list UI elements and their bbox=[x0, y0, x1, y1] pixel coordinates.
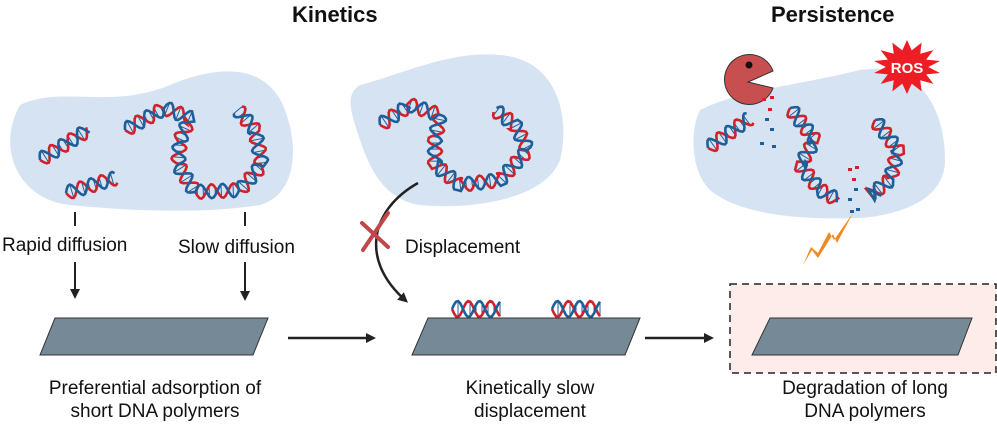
caption-line: Preferential adsorption of bbox=[48, 378, 262, 399]
pacman-eye bbox=[745, 61, 753, 69]
adsorbed-dna-2 bbox=[550, 299, 602, 319]
solution-blob-2 bbox=[350, 54, 564, 207]
ros-label: ROS bbox=[891, 60, 924, 77]
surface-3-top bbox=[751, 317, 973, 356]
dna-fragment bbox=[768, 108, 772, 111]
dna-fragment-short bbox=[706, 112, 755, 153]
surface-1 bbox=[39, 317, 269, 356]
short-dna-1 bbox=[38, 126, 91, 165]
solution-blob-1 bbox=[10, 71, 293, 211]
dna-fragment bbox=[855, 166, 859, 169]
caption-line: DNA polymers bbox=[804, 401, 926, 422]
dna-fragment bbox=[856, 208, 860, 211]
caption-panel-1: Preferential adsorption of short DNA pol… bbox=[20, 377, 290, 423]
caption-panel-3: Degradation of long DNA polymers bbox=[745, 377, 985, 423]
long-dna-cut-1 bbox=[786, 105, 841, 205]
caption-line: Degradation of long bbox=[782, 378, 948, 399]
dna-fragment bbox=[852, 178, 856, 181]
caption-line: displacement bbox=[474, 401, 586, 422]
long-dna-cut-2 bbox=[863, 117, 906, 204]
rapid-diffusion-label: Rapid diffusion bbox=[2, 235, 128, 256]
displacement-label: Displacement bbox=[405, 237, 521, 258]
ros-starburst-icon bbox=[874, 40, 940, 94]
dna-fragment bbox=[760, 142, 764, 145]
dna-fragment bbox=[770, 96, 774, 99]
persistence-header: Persistence bbox=[771, 2, 895, 27]
dna-fragment bbox=[848, 168, 852, 171]
long-dna-2 bbox=[378, 97, 534, 193]
blocked-cross-icon bbox=[360, 211, 390, 252]
dna-fragment bbox=[772, 145, 776, 148]
surface-2 bbox=[411, 317, 641, 356]
kinetics-header: Kinetics bbox=[292, 2, 378, 27]
adsorbed-dna-1 bbox=[450, 299, 502, 319]
short-dna-2 bbox=[64, 170, 119, 200]
dna-fragments bbox=[760, 96, 860, 213]
dna-fragment bbox=[770, 128, 774, 131]
caption-panel-2: Kinetically slow displacement bbox=[420, 377, 640, 423]
dna-fragment bbox=[850, 210, 854, 213]
long-dna-1 bbox=[123, 101, 270, 201]
slow-diffusion-label: Slow diffusion bbox=[178, 237, 295, 258]
lightning-icon bbox=[803, 213, 853, 265]
dna-fragment bbox=[854, 188, 858, 191]
dna-fragment bbox=[848, 198, 852, 201]
caption-line: Kinetically slow bbox=[465, 378, 595, 399]
caption-line: short DNA polymers bbox=[70, 401, 240, 422]
dna-fragment bbox=[762, 98, 766, 101]
dna-fragment bbox=[765, 118, 769, 121]
